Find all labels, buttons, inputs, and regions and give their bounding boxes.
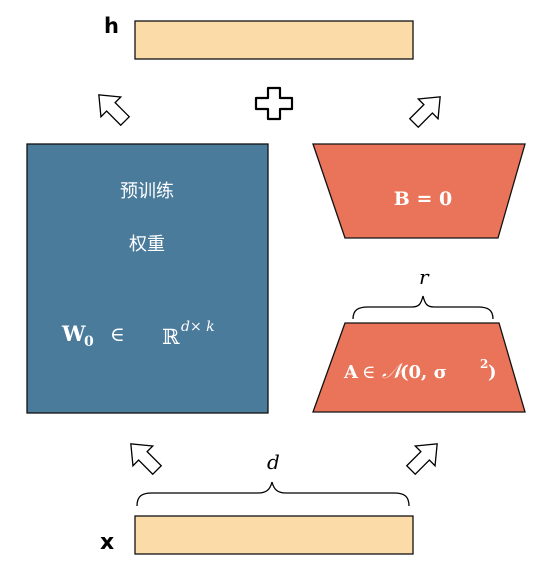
arrow-input-to-a: [405, 443, 438, 476]
arrow-input-to-pretrained: [130, 443, 163, 476]
matrix-a-a: A: [343, 362, 359, 383]
formula-w-sub: 0: [84, 334, 94, 350]
formula-in: ∈: [110, 322, 125, 346]
pretrained-label-line1: 预训练: [120, 181, 174, 202]
input-label: x: [100, 530, 114, 555]
output-label: h: [104, 14, 119, 38]
dim-brace: [136, 481, 410, 507]
matrix-a-args: (0, σ: [400, 362, 447, 383]
arrow-pretrained-to-output: [98, 94, 131, 127]
input-vector-x: [134, 515, 414, 555]
dim-label: d: [267, 450, 280, 474]
pretrained-label-line2: 权重: [129, 234, 165, 255]
matrix-a-block: [312, 322, 526, 413]
matrix-a-in: ∈: [362, 362, 375, 383]
formula-w: W: [61, 321, 86, 346]
matrix-b-label: B = 0: [394, 188, 452, 210]
pretrained-formula: W 0 ∈ ℝ d× k: [61, 319, 215, 350]
matrix-a-sq: 2: [480, 357, 488, 371]
matrix-a-label: A ∈ 𝒩 (0, σ 2 ): [343, 357, 497, 383]
arrow-b-to-output: [408, 96, 441, 129]
matrix-a-close: ): [488, 362, 497, 383]
rank-label: r: [419, 265, 430, 289]
matrix-b-block: [312, 143, 526, 239]
formula-sup: d× k: [181, 319, 215, 335]
output-vector-h: [134, 20, 414, 60]
rank-brace: [352, 295, 494, 320]
pretrained-weights-block: [26, 143, 269, 414]
plus-icon: [254, 86, 294, 121]
formula-r: ℝ: [162, 325, 180, 349]
